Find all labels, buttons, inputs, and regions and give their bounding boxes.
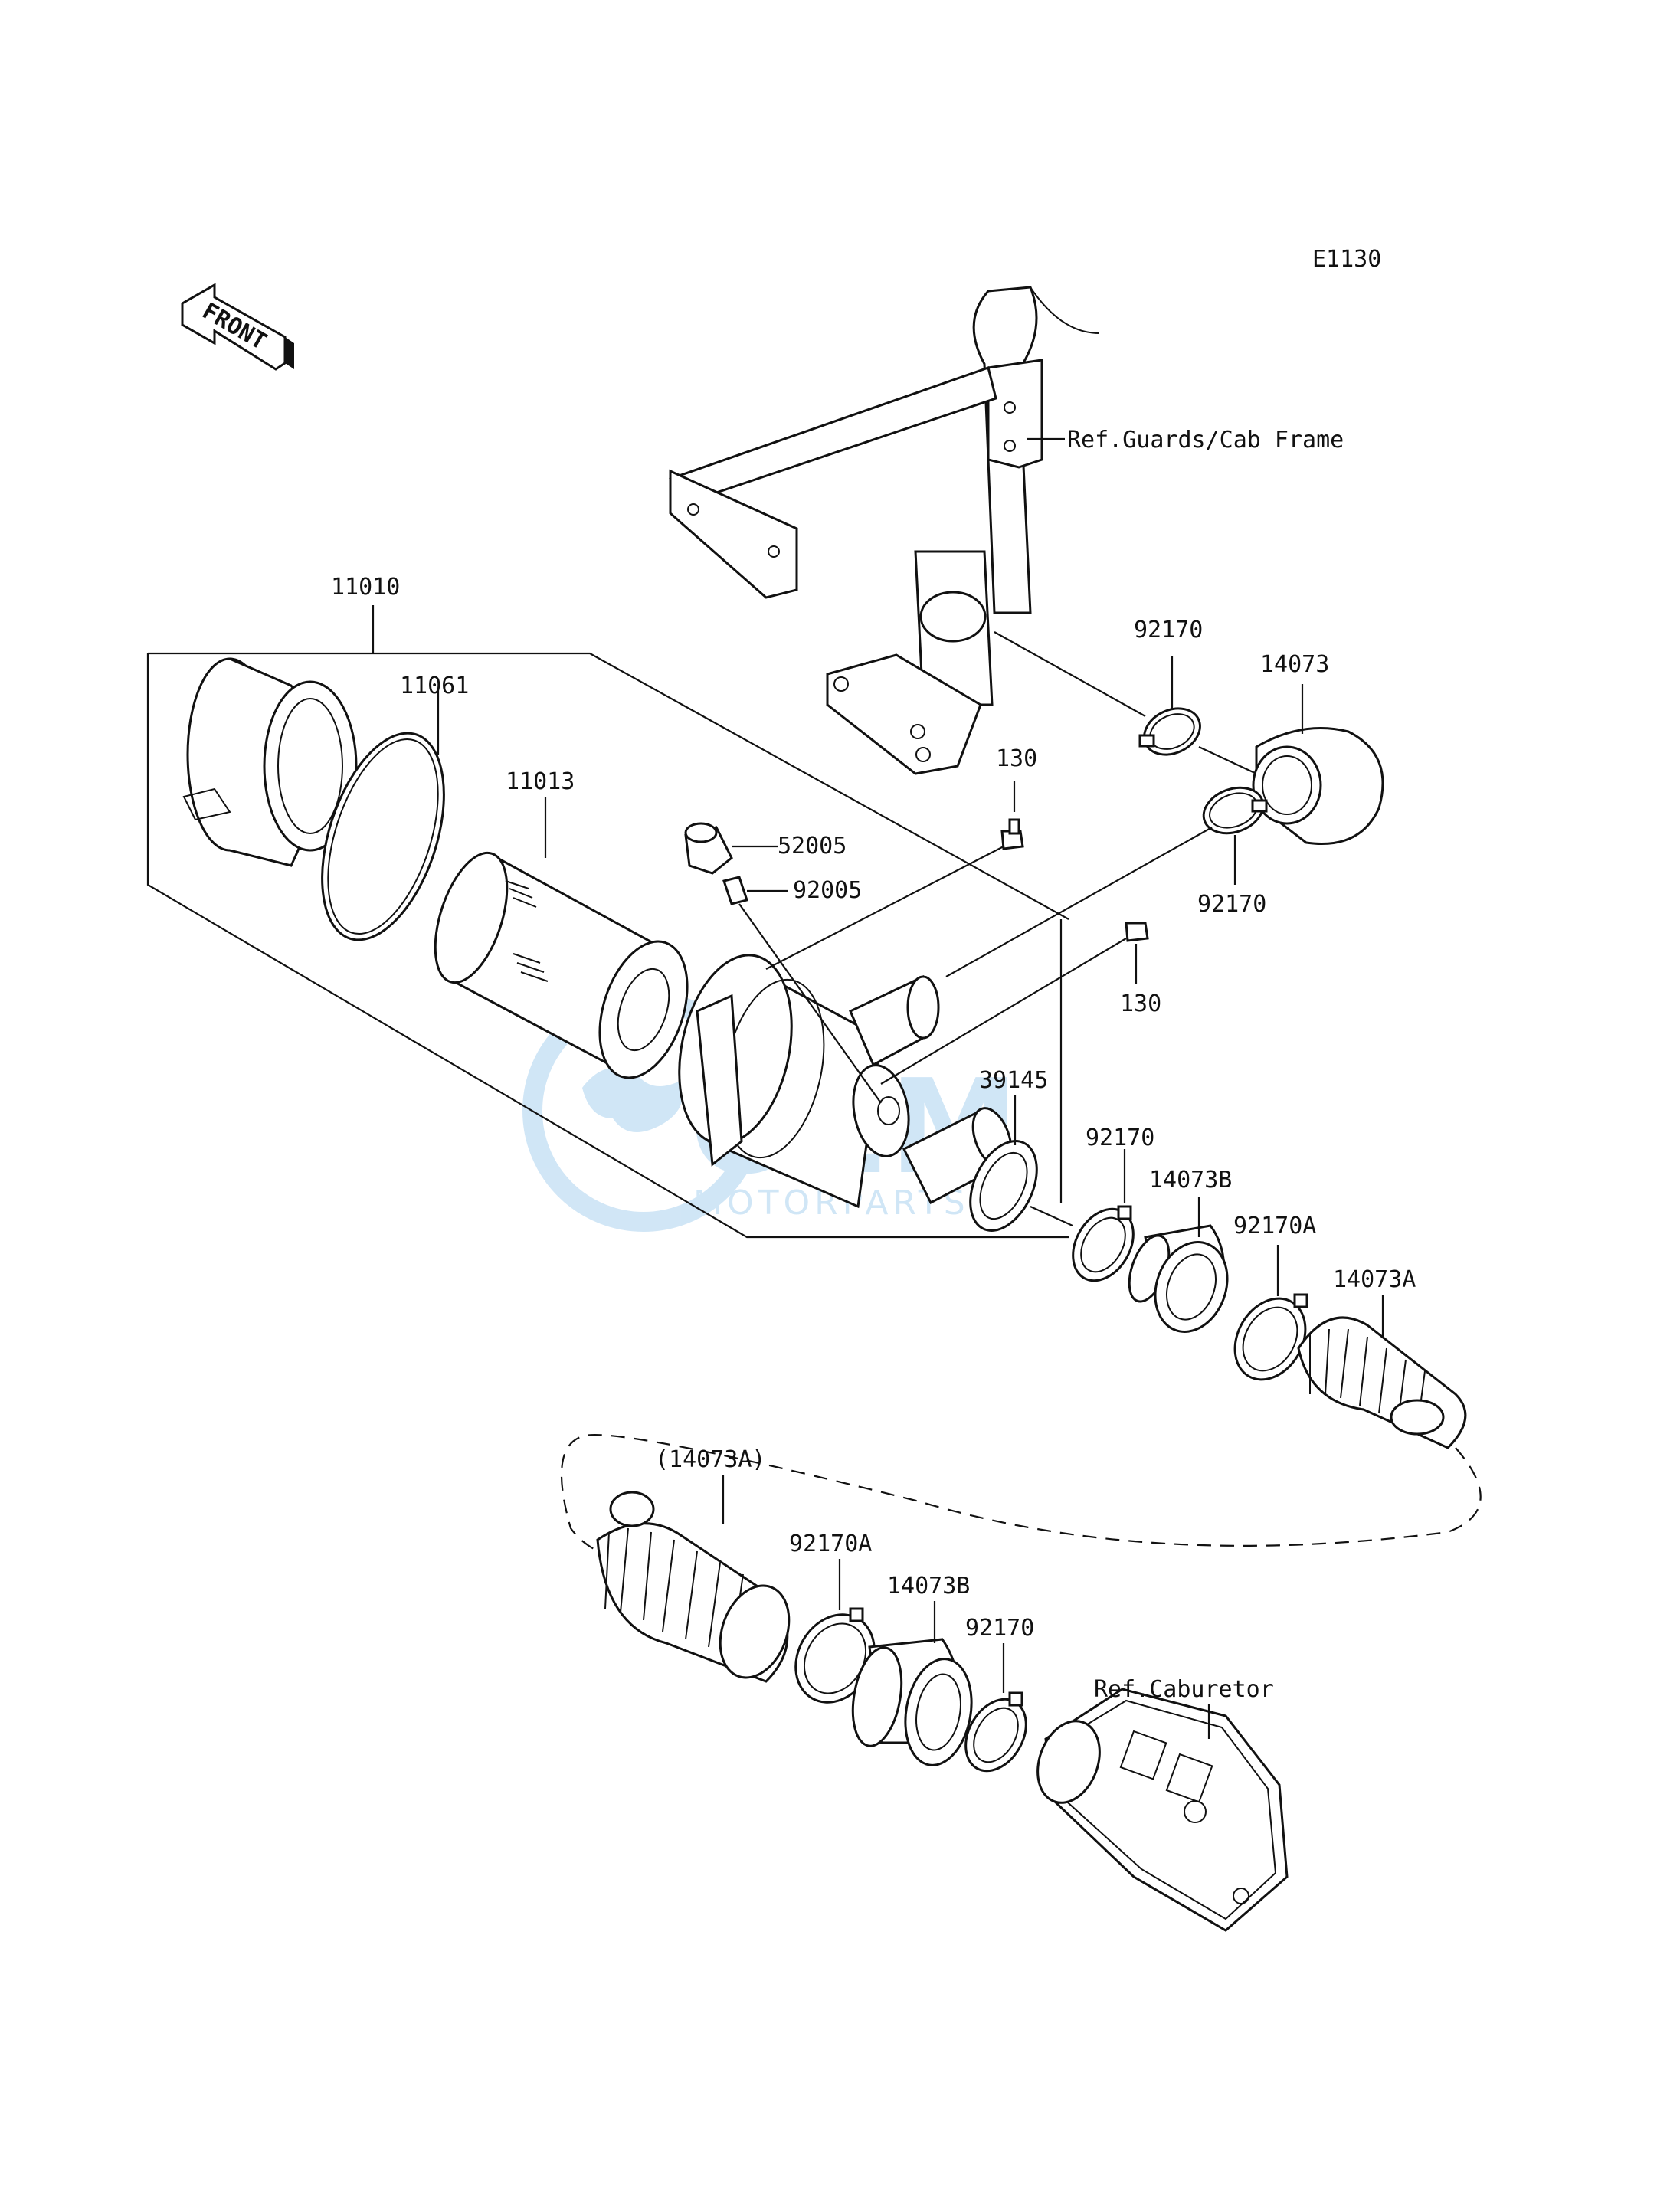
part-label-14073A-upper: 14073A [1333,1266,1416,1293]
part-label-11061: 11061 [400,673,469,699]
assembly-outline [146,605,1069,1239]
bellows-14073A-upper [1297,1316,1467,1449]
carburetor-housing [1036,1688,1289,1932]
duct-14073B-upper [1128,1224,1229,1333]
clamp-92170A-lower [794,1607,876,1704]
part-label-14073B-upper: 14073B [1149,1167,1232,1193]
air-cleaner-cover [182,657,358,867]
clamp-92170-lower [964,1691,1027,1773]
front-label: FRONT [198,298,271,355]
seal-ring [321,732,445,941]
part-label-92005: 92005 [793,877,862,904]
part-label-92170-mid: 92170 [1086,1125,1154,1151]
bolt-lower [1125,922,1149,942]
nipple-92005 [722,876,748,905]
part-label-92170-top-a: 92170 [1134,617,1203,643]
part-label-92170A-lower: 92170A [789,1531,872,1557]
part-label-92170-top-b: 92170 [1197,891,1266,918]
part-label-130-upper: 130 [996,745,1037,772]
part-label-11013: 11013 [506,768,575,795]
boot-14073 [1252,727,1384,846]
cap-52005 [684,822,733,875]
bolt-upper [1000,818,1024,850]
part-label-14073A-lower: (14073A) [655,1446,766,1473]
front-arrow-icon: FRONT [181,283,294,371]
duct-14073B-lower [851,1638,973,1766]
clamp-92170A-upper [1233,1293,1308,1381]
part-label-92170A-upper: 92170A [1233,1213,1316,1239]
ref-carburetor-label: Ref.Caburetor [1094,1676,1274,1703]
diagram-code: E1130 [1312,246,1381,273]
part-label-14073: 14073 [1260,651,1329,678]
part-label-92170-lower: 92170 [965,1615,1034,1642]
filter-element [434,851,689,1079]
collar-39145 [969,1140,1038,1232]
air-cleaner-body [678,954,1013,1209]
part-label-39145: 39145 [979,1067,1048,1094]
clamp-92170-mid [1072,1205,1135,1282]
part-label-11010: 11010 [331,574,400,601]
clamp-92170-top-a [1138,707,1201,756]
part-label-14073B-lower: 14073B [887,1573,970,1599]
bellows-14073A-lower [596,1491,791,1683]
part-label-52005: 52005 [778,833,847,859]
clamp-92170-top-b [1202,786,1268,835]
cab-frame [669,286,1100,775]
part-label-130-lower: 130 [1120,990,1161,1017]
ref-frame-label: Ref.Guards/Cab Frame [1067,427,1344,453]
